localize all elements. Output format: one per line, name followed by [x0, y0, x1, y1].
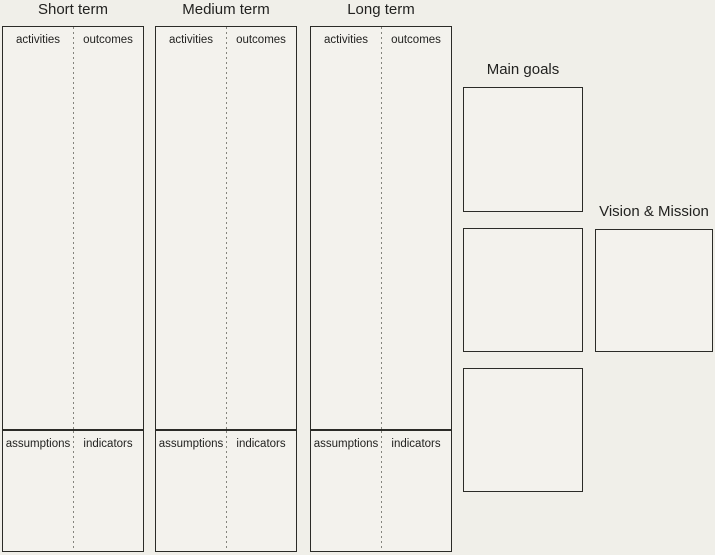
outcomes-label: outcomes	[391, 34, 441, 46]
indicators-label: indicators	[83, 438, 133, 450]
dotted-divider	[226, 431, 227, 551]
main-goal-box-1	[463, 87, 583, 212]
dotted-divider	[73, 27, 74, 429]
column-title-short-term: Short term	[37, 1, 109, 18]
column-title-medium-term: Medium term	[182, 1, 270, 18]
indicators-label: indicators	[236, 438, 286, 450]
outcomes-label: outcomes	[83, 34, 133, 46]
medium-term-assumptions-indicators-box: assumptions indicators	[155, 430, 297, 552]
activities-label: activities	[168, 34, 214, 46]
dotted-divider	[226, 27, 227, 429]
activities-label: activities	[323, 34, 369, 46]
main-goal-box-3	[463, 368, 583, 492]
short-term-assumptions-indicators-box: assumptions indicators	[2, 430, 144, 552]
assumptions-label: assumptions	[5, 438, 71, 450]
main-goal-box-2	[463, 228, 583, 352]
column-title-long-term: Long term	[347, 1, 415, 18]
long-term-activities-outcomes-box: activities outcomes	[310, 26, 452, 430]
assumptions-label: assumptions	[313, 438, 379, 450]
vision-mission-box	[595, 229, 713, 352]
dotted-divider	[381, 431, 382, 551]
vision-mission-label: Vision & Mission	[599, 203, 709, 220]
medium-term-activities-outcomes-box: activities outcomes	[155, 26, 297, 430]
main-goals-label: Main goals	[486, 61, 560, 78]
dotted-divider	[73, 431, 74, 551]
long-term-assumptions-indicators-box: assumptions indicators	[310, 430, 452, 552]
outcomes-label: outcomes	[236, 34, 286, 46]
activities-label: activities	[15, 34, 61, 46]
short-term-activities-outcomes-box: activities outcomes	[2, 26, 144, 430]
indicators-label: indicators	[391, 438, 441, 450]
assumptions-label: assumptions	[158, 438, 224, 450]
dotted-divider	[381, 27, 382, 429]
